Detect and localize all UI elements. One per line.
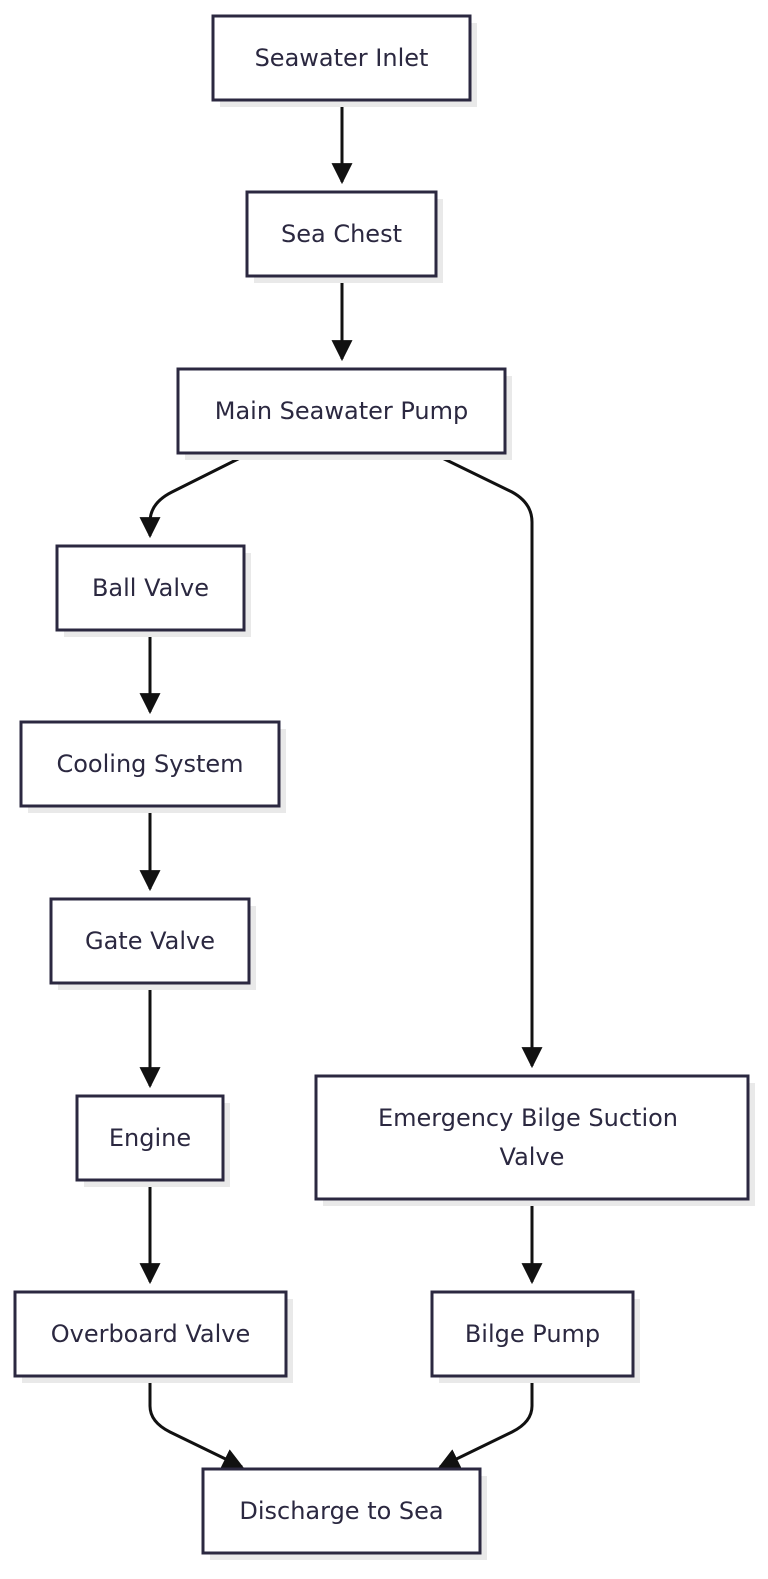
node-label-line-2: Valve <box>500 1143 565 1171</box>
node-label: Cooling System <box>56 750 243 778</box>
node-label: Seawater Inlet <box>255 44 429 72</box>
node-label: Discharge to Sea <box>239 1497 443 1525</box>
edge-main-seawater-pump-to-emergency-bilge-suction-valve <box>431 451 543 1069</box>
node-seawater-inlet[interactable]: Seawater Inlet <box>211 14 477 107</box>
node-ball-valve[interactable]: Ball Valve <box>55 544 251 637</box>
node-engine[interactable]: Engine <box>75 1094 230 1187</box>
node-discharge-to-sea[interactable]: Discharge to Sea <box>201 1467 487 1560</box>
node-label: Bilge Pump <box>465 1320 600 1348</box>
node-label: Ball Valve <box>92 574 209 602</box>
edges <box>139 100 543 1469</box>
node-label: Overboard Valve <box>51 1320 251 1348</box>
node-label: Sea Chest <box>281 220 402 248</box>
node-gate-valve[interactable]: Gate Valve <box>49 897 256 990</box>
edge-bilge-pump-to-discharge-to-sea <box>438 1376 534 1469</box>
nodes: Seawater Inlet Sea Chest Main Seawater P… <box>13 14 755 1560</box>
node-sea-chest[interactable]: Sea Chest <box>245 190 443 283</box>
node-overboard-valve[interactable]: Overboard Valve <box>13 1290 293 1383</box>
edge-main-seawater-pump-to-ball-valve <box>139 451 251 539</box>
node-label: Engine <box>109 1124 191 1152</box>
edge-overboard-valve-to-discharge-to-sea <box>148 1376 244 1469</box>
node-label-line-1: Emergency Bilge Suction <box>378 1104 678 1132</box>
node-bilge-pump[interactable]: Bilge Pump <box>430 1290 640 1383</box>
node-cooling-system[interactable]: Cooling System <box>19 720 286 813</box>
node-label: Main Seawater Pump <box>215 397 469 425</box>
node-label: Gate Valve <box>85 927 215 955</box>
node-main-seawater-pump[interactable]: Main Seawater Pump <box>176 367 512 460</box>
node-emergency-bilge-suction-valve[interactable]: Emergency Bilge Suction Valve <box>314 1074 755 1206</box>
